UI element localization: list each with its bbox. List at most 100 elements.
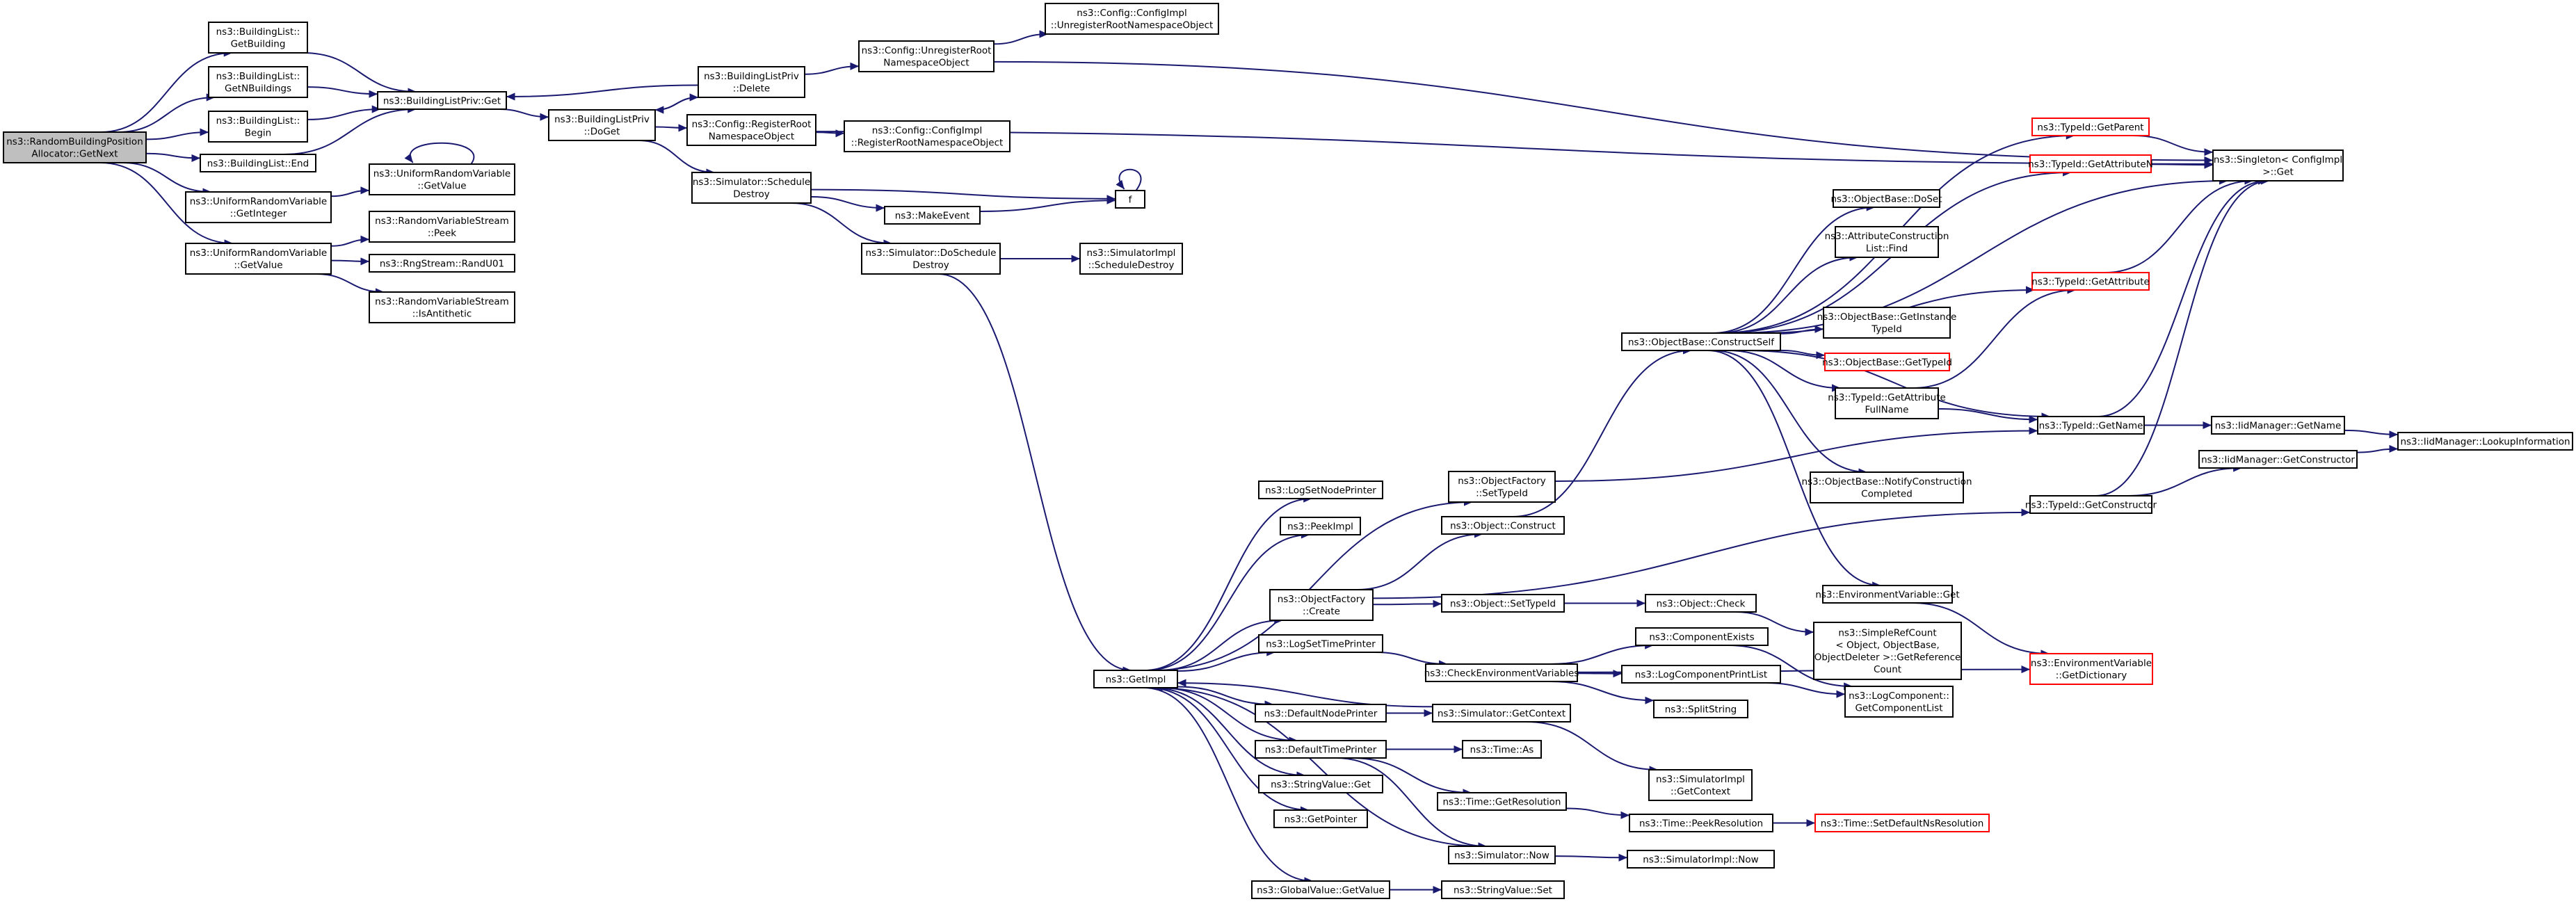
node-label: ns3::AttributeConstruction bbox=[1825, 231, 1949, 242]
node-cfg-register[interactable]: ns3::Config::RegisterRootNamespaceObject bbox=[686, 114, 816, 146]
node-label: ns3::GlobalValue::GetValue bbox=[1257, 885, 1385, 896]
node-time-getresolution[interactable]: ns3::Time::GetResolution bbox=[1437, 792, 1567, 811]
node-log-set-time-printer[interactable]: ns3::LogSetTimePrinter bbox=[1258, 634, 1383, 653]
node-rvs-peek[interactable]: ns3::RandomVariableStream::Peek bbox=[369, 211, 515, 243]
node-simimpl-now[interactable]: ns3::SimulatorImpl::Now bbox=[1627, 850, 1775, 869]
node-make-event[interactable]: ns3::MakeEvent bbox=[884, 206, 981, 225]
node-rng-randu01[interactable]: ns3::RngStream::RandU01 bbox=[369, 254, 515, 273]
node-cfgimpl-register[interactable]: ns3::Config::ConfigImpl::RegisterRootNam… bbox=[844, 120, 1011, 152]
node-peekimpl[interactable]: ns3::PeekImpl bbox=[1280, 517, 1361, 535]
node-objbase-constructself[interactable]: ns3::ObjectBase::ConstructSelf bbox=[1621, 332, 1781, 351]
node-stringvalue-set[interactable]: ns3::StringValue::Set bbox=[1441, 880, 1565, 899]
node-cfgimpl-unregister[interactable]: ns3::Config::ConfigImpl::UnregisterRootN… bbox=[1045, 3, 1219, 35]
node-check-env-vars[interactable]: ns3::CheckEnvironmentVariables bbox=[1424, 663, 1579, 682]
node-log-set-node-printer[interactable]: ns3::LogSetNodePrinter bbox=[1258, 481, 1383, 499]
call-edge bbox=[1351, 757, 1472, 797]
call-edge bbox=[654, 97, 699, 114]
node-urv-getint[interactable]: ns3::UniformRandomVariable::GetInteger bbox=[185, 191, 332, 223]
node-urv-getvalue2[interactable]: ns3::UniformRandomVariable::GetValue bbox=[369, 163, 515, 195]
node-box bbox=[1258, 634, 1383, 653]
node-object-settypeid[interactable]: ns3::Object::SetTypeId bbox=[1441, 594, 1565, 613]
node-label: ::GetDictionary bbox=[2056, 670, 2127, 681]
node-env-getdictionary[interactable]: ns3::EnvironmentVariable::GetDictionary bbox=[2029, 653, 2153, 685]
node-time-peekresolution[interactable]: ns3::Time::PeekResolution bbox=[1629, 814, 1773, 832]
node-object-check[interactable]: ns3::Object::Check bbox=[1645, 594, 1757, 613]
node-blp-doget[interactable]: ns3::BuildingListPriv::DoGet bbox=[548, 109, 656, 141]
node-simimpl-schedule-destroy[interactable]: ns3::SimulatorImpl::ScheduleDestroy bbox=[1079, 243, 1183, 275]
node-objbase-doset[interactable]: ns3::ObjectBase::DoSet bbox=[1830, 189, 1942, 208]
node-time-setdefaultns[interactable]: ns3::Time::SetDefaultNsResolution bbox=[1814, 814, 1990, 832]
node-component-exists[interactable]: ns3::ComponentExists bbox=[1635, 627, 1769, 646]
node-globalvalue-getvalue[interactable]: ns3::GlobalValue::GetValue bbox=[1251, 880, 1390, 899]
node-label: ns3::Simulator::GetContext bbox=[1438, 708, 1565, 719]
node-logcomponent-getlist[interactable]: ns3::LogComponent::GetComponentList bbox=[1844, 686, 1954, 718]
node-label: ns3::BuildingListPriv::Get bbox=[383, 95, 501, 106]
node-split-string[interactable]: ns3::SplitString bbox=[1653, 700, 1748, 718]
node-get-pointer[interactable]: ns3::GetPointer bbox=[1273, 809, 1368, 828]
node-iidmgr-lookup[interactable]: ns3::IidManager::LookupInformation bbox=[2397, 432, 2573, 451]
node-box bbox=[1255, 740, 1387, 759]
node-urv-getvalue[interactable]: ns3::UniformRandomVariable::GetValue bbox=[185, 243, 332, 275]
node-label: ::RegisterRootNamespaceObject bbox=[851, 138, 1004, 149]
call-edge bbox=[1154, 684, 1484, 847]
node-box bbox=[1255, 704, 1387, 723]
call-edge bbox=[1729, 177, 2228, 334]
node-iidmgr-getname[interactable]: ns3::IidManager::GetName bbox=[2211, 416, 2345, 435]
node-iidmgr-getconstructor[interactable]: ns3::IidManager::GetConstructor bbox=[2198, 450, 2358, 469]
call-edge bbox=[1177, 679, 1433, 708]
node-simimpl-getcontext[interactable]: ns3::SimulatorImpl::GetContext bbox=[1648, 769, 1753, 801]
node-sim-now[interactable]: ns3::Simulator::Now bbox=[1448, 846, 1556, 864]
node-bl-getbuilding[interactable]: ns3::BuildingList::GetBuilding bbox=[208, 22, 308, 54]
node-default-time-printer[interactable]: ns3::DefaultTimePrinter bbox=[1255, 740, 1387, 759]
call-edge bbox=[1565, 807, 1630, 819]
node-box bbox=[200, 154, 316, 172]
call-edge bbox=[993, 30, 1049, 45]
node-objfactory-create[interactable]: ns3::ObjectFactory::Create bbox=[1269, 589, 1374, 621]
node-simplerefcount[interactable]: ns3::SimpleRefCount< Object, ObjectBase,… bbox=[1813, 622, 1962, 680]
node-getimpl[interactable]: ns3::GetImpl bbox=[1093, 670, 1178, 688]
node-rvs-anti[interactable]: ns3::RandomVariableStream::IsAntithetic bbox=[369, 291, 515, 323]
node-box bbox=[2029, 495, 2152, 514]
node-cfg-unregister[interactable]: ns3::Config::UnregisterRootNamespaceObje… bbox=[858, 40, 995, 72]
node-typeid-getattributen[interactable]: ns3::TypeId::GetAttributeN bbox=[2028, 154, 2153, 173]
node-object-construct[interactable]: ns3::Object::Construct bbox=[1441, 516, 1565, 535]
call-edge bbox=[790, 202, 892, 248]
node-typeid-getattribute[interactable]: ns3::TypeId::GetAttribute bbox=[2031, 272, 2150, 291]
node-default-node-printer[interactable]: ns3::DefaultNodePrinter bbox=[1255, 704, 1387, 723]
call-edge bbox=[1554, 426, 2038, 483]
node-label: ns3::TypeId::GetAttribute bbox=[1828, 392, 1946, 403]
node-singleton-get[interactable]: ns3::Singleton< ConfigImpl>::Get bbox=[2212, 150, 2344, 181]
node-blp-get[interactable]: ns3::BuildingListPriv::Get bbox=[377, 91, 507, 110]
node-f[interactable]: f bbox=[1115, 190, 1145, 209]
node-label: ns3::ObjectBase::GetTypeId bbox=[1822, 357, 1952, 368]
node-sim-getcontext[interactable]: ns3::Simulator::GetContext bbox=[1432, 704, 1571, 723]
node-root[interactable]: ns3::RandomBuildingPositionAllocator::Ge… bbox=[3, 131, 147, 163]
node-objfactory-settypeid[interactable]: ns3::ObjectFactory::SetTypeId bbox=[1448, 471, 1556, 503]
node-label: Destroy bbox=[733, 189, 770, 200]
node-bl-end[interactable]: ns3::BuildingList::End bbox=[200, 154, 316, 172]
node-bl-getn[interactable]: ns3::BuildingList::GetNBuildings bbox=[208, 66, 308, 98]
node-time-as[interactable]: ns3::Time::As bbox=[1462, 740, 1542, 759]
node-stringvalue-get[interactable]: ns3::StringValue::Get bbox=[1258, 775, 1383, 793]
call-edge bbox=[1177, 648, 1275, 672]
node-sim-schedule-destroy[interactable]: ns3::Simulator::ScheduleDestroy bbox=[691, 172, 812, 204]
node-box bbox=[377, 91, 507, 110]
node-typeid-getconstructor[interactable]: ns3::TypeId::GetConstructor bbox=[2025, 495, 2157, 514]
node-typeid-getname[interactable]: ns3::TypeId::GetName bbox=[2037, 416, 2145, 435]
node-log-component-printlist[interactable]: ns3::LogComponentPrintList bbox=[1621, 665, 1781, 684]
node-typeid-getparent[interactable]: ns3::TypeId::GetParent bbox=[2031, 118, 2150, 136]
node-bl-begin[interactable]: ns3::BuildingList::Begin bbox=[208, 111, 308, 143]
node-blp-delete[interactable]: ns3::BuildingListPriv::Delete bbox=[698, 66, 805, 98]
node-label: ns3::Object::SetTypeId bbox=[1450, 598, 1556, 609]
node-box bbox=[369, 163, 515, 195]
node-box bbox=[1621, 332, 1781, 351]
node-objbase-notify[interactable]: ns3::ObjectBase::NotifyConstructionCompl… bbox=[1801, 471, 1972, 503]
node-objbase-gettypeid[interactable]: ns3::ObjectBase::GetTypeId bbox=[1822, 353, 1952, 371]
node-env-get[interactable]: ns3::EnvironmentVariable::Get bbox=[1815, 585, 1960, 604]
call-edge bbox=[1374, 652, 1448, 668]
node-box bbox=[1115, 190, 1145, 209]
